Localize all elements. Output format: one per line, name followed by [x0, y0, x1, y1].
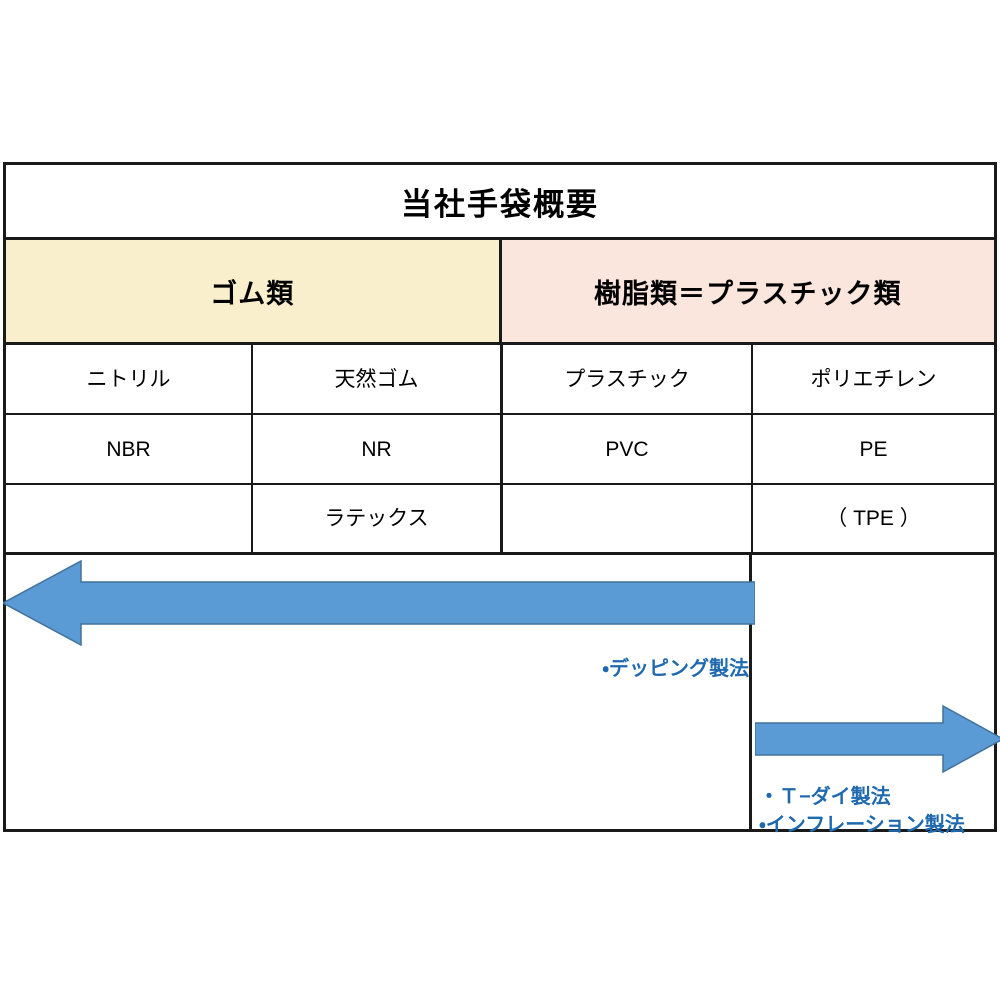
note-dipping-method: ・デッピング製法 [602, 658, 749, 680]
process-region: ・デッピング製法 ・Ｔ−ダイ製法 ・インフレーション製法 [1, 555, 1000, 836]
abbrev-label-pe: PE [859, 437, 888, 461]
dipping-arrow-left-icon [1, 559, 756, 647]
cell-material-polyethylene: ポリエチレン [753, 345, 994, 413]
table-row-extra: ラテックス （ TPE ） [6, 485, 994, 555]
material-label-nitrile: ニトリル [86, 367, 171, 391]
extra-label-latex: ラテックス [324, 507, 429, 530]
page-title: 当社手袋概要 [401, 186, 599, 222]
extra-label-tpe: （ TPE ） [826, 507, 921, 530]
cell-material-plastic: プラスチック [503, 345, 753, 413]
abbrev-label-nbr: NBR [106, 437, 151, 461]
cell-extra-latex: ラテックス [253, 485, 503, 552]
cell-abbrev-pvc: PVC [503, 415, 753, 483]
cell-abbrev-pe: PE [753, 415, 994, 483]
material-label-natural-rubber: 天然ゴム [334, 367, 419, 391]
cell-abbrev-nbr: NBR [6, 415, 253, 483]
material-grid: ニトリル 天然ゴム プラスチック ポリエチレン NBR NR PVC [6, 345, 994, 555]
cell-material-natural-rubber: 天然ゴム [253, 345, 503, 413]
cell-abbrev-nr: NR [253, 415, 503, 483]
extrusion-arrow-right-icon [754, 704, 1000, 774]
category-row: ゴム類 樹脂類＝プラスチック類 [6, 240, 994, 345]
category-cell-rubber: ゴム類 [6, 240, 502, 342]
process-region-resin: ・Ｔ−ダイ製法 ・インフレーション製法 [754, 555, 1000, 836]
note-t-die-method: ・Ｔ−ダイ製法 [759, 786, 891, 808]
cell-extra-nitrile [6, 485, 253, 552]
diagram-title-row: 当社手袋概要 [6, 165, 994, 240]
category-cell-resin: 樹脂類＝プラスチック類 [501, 240, 994, 342]
abbrev-label-pvc: PVC [605, 437, 649, 461]
cell-extra-plastic [503, 485, 753, 552]
note-inflation-method: ・インフレーション製法 [759, 814, 965, 836]
table-row-abbrev: NBR NR PVC PE [6, 415, 994, 485]
material-label-plastic: プラスチック [564, 367, 690, 391]
process-region-rubber: ・デッピング製法 [1, 555, 756, 829]
cell-extra-tpe: （ TPE ） [753, 485, 994, 552]
material-label-polyethylene: ポリエチレン [810, 367, 937, 391]
gloves-overview-diagram: 当社手袋概要 ゴム類 樹脂類＝プラスチック類 ニトリル 天然ゴム プラスチック … [1, 162, 1000, 836]
cell-material-nitrile: ニトリル [6, 345, 253, 413]
table-row-material: ニトリル 天然ゴム プラスチック ポリエチレン [6, 345, 994, 415]
left-arrow-container [1, 555, 756, 651]
right-arrow-container [754, 703, 1000, 775]
category-label-resin: 樹脂類＝プラスチック類 [594, 278, 902, 309]
category-label-rubber: ゴム類 [210, 278, 295, 309]
abbrev-label-nr: NR [361, 437, 392, 461]
